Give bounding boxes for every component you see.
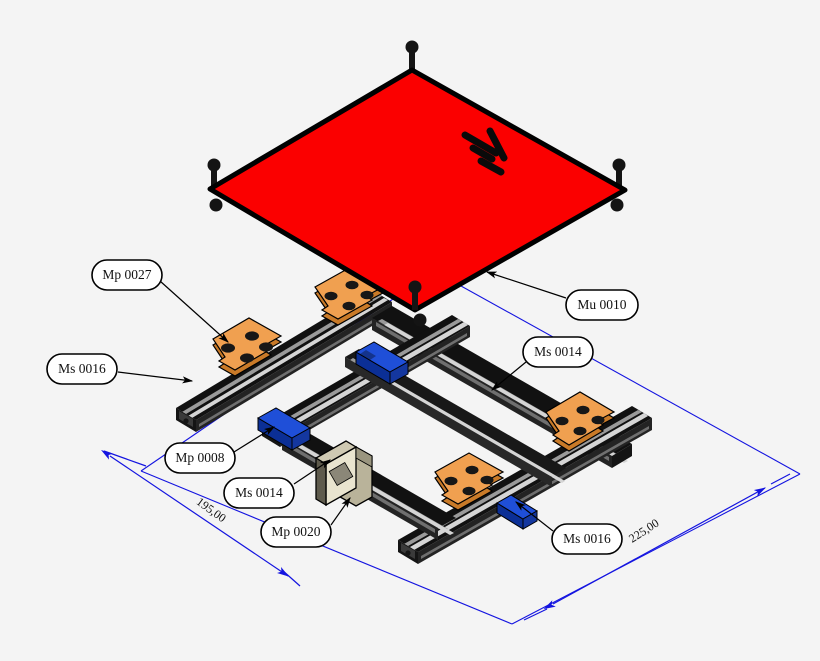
dimension-225-ext-b <box>770 473 791 485</box>
rail-center-long <box>345 349 566 487</box>
dimension-225-ext-a <box>523 608 548 621</box>
stepper-motor-unit <box>314 440 373 507</box>
callout-ms-0016-left-label: Ms 0016 <box>58 361 106 376</box>
callout-ms-0016-right-label: Ms 0016 <box>563 531 611 546</box>
rail-rear-left <box>176 290 392 432</box>
callout-mu-0010[interactable]: Mu 0010 <box>565 289 639 321</box>
leader-mp-0020 <box>330 497 351 526</box>
plate-slot-marks <box>461 127 508 176</box>
leader-mp-0027 <box>159 280 229 343</box>
callout-mu-0010-label: Mu 0010 <box>577 297 626 312</box>
callout-mp-0027-label: Mp 0027 <box>102 267 151 282</box>
callout-ms-0014-right[interactable]: Ms 0014 <box>522 336 594 368</box>
dimension-195-ext-b <box>281 569 301 587</box>
dimension-195-line <box>101 449 289 577</box>
leader-ms-0014-front <box>293 459 331 485</box>
callout-mp-0008-label: Mp 0008 <box>175 450 224 465</box>
bracket-right <box>545 391 616 452</box>
bolt-bottom <box>408 280 427 327</box>
callout-mp-0020-label: Mp 0020 <box>271 524 320 539</box>
callout-ms-0016-left[interactable]: Ms 0016 <box>46 353 118 385</box>
leader-ms-0014-right <box>491 361 527 391</box>
dimension-group: 195,00 225,00 <box>101 270 801 625</box>
bolt-right <box>610 158 626 212</box>
callout-ms-0014-front[interactable]: Ms 0014 <box>223 477 295 509</box>
bolt-top <box>405 40 419 70</box>
callout-ms-0014-right-label: Ms 0014 <box>534 344 582 359</box>
rail-front-right <box>398 406 652 564</box>
top-plate-assembly <box>207 40 628 327</box>
leader-mp-0008 <box>233 426 276 453</box>
leader-ms-0016-left <box>117 371 194 384</box>
callout-mp-0020[interactable]: Mp 0020 <box>260 516 332 548</box>
callout-mp-0008[interactable]: Mp 0008 <box>164 442 236 474</box>
bracket-front <box>434 452 505 511</box>
callout-mp-0027[interactable]: Mp 0027 <box>91 259 163 291</box>
leader-mu-0010 <box>485 271 567 299</box>
bracket-left <box>212 317 283 377</box>
callout-ms-0016-right[interactable]: Ms 0016 <box>551 523 623 555</box>
bolt-left <box>207 158 223 212</box>
callout-ms-0014-front-label: Ms 0014 <box>235 485 283 500</box>
leader-ms-0016-right <box>515 501 554 532</box>
dimension-195-ext-a <box>103 450 147 467</box>
callout-group: Mp 0027 Ms 0016 Mu 0010 Ms 0014 Mp 0008 … <box>46 259 639 555</box>
dimension-225-line <box>543 487 767 610</box>
carriage-block-1 <box>354 341 410 385</box>
